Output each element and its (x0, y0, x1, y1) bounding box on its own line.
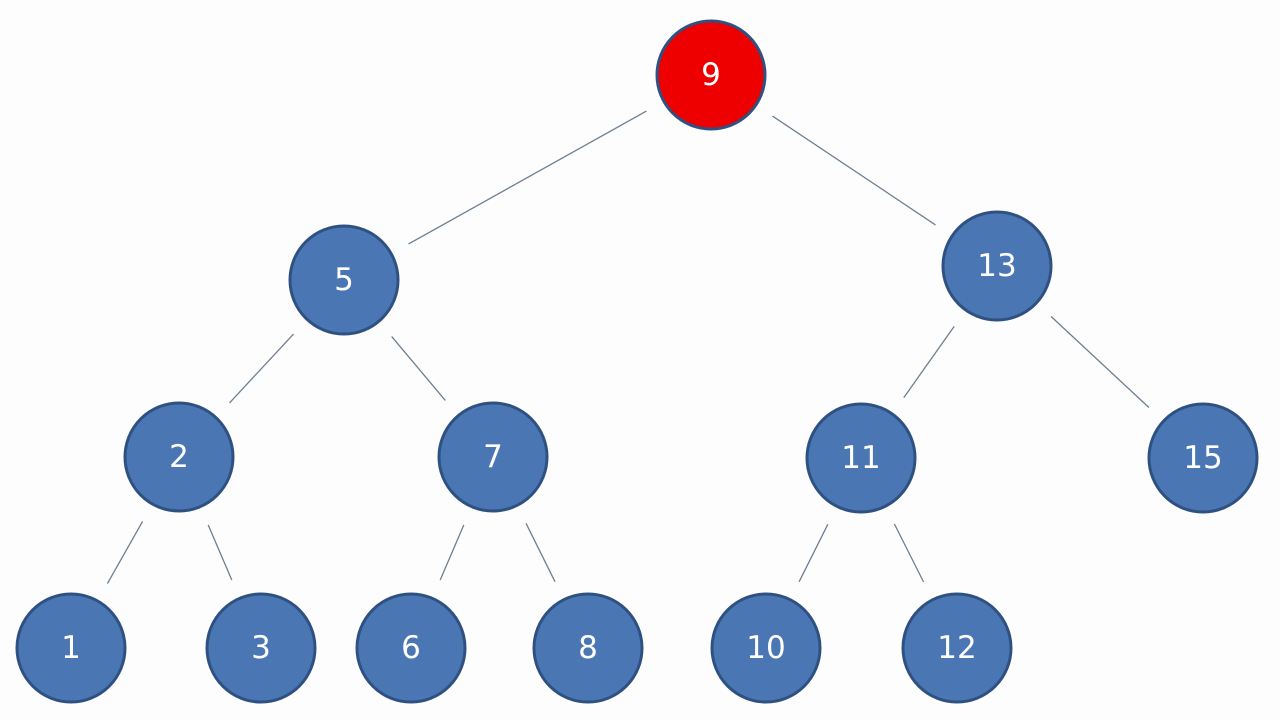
tree-node-13: 13 (941, 210, 1053, 322)
node-circle (437, 401, 549, 513)
edge-11-12 (893, 523, 925, 583)
node-label: 3 (251, 630, 271, 666)
node-circle (710, 592, 822, 704)
tree-node-11: 11 (805, 402, 917, 514)
tree-node-1: 1 (15, 592, 127, 704)
tree-node-9: 9 (655, 19, 767, 131)
tree-node-15: 15 (1147, 402, 1259, 514)
node-circle (123, 401, 235, 513)
node-label: 11 (841, 440, 880, 476)
tree-node-3: 3 (205, 592, 317, 704)
edge-7-6 (439, 524, 465, 581)
node-circle (355, 592, 467, 704)
node-label: 1 (61, 630, 81, 666)
root-node-circle (655, 19, 767, 131)
node-label: 7 (483, 439, 503, 475)
tree-node-12: 12 (901, 592, 1013, 704)
edge-11-10 (798, 523, 829, 583)
edge-2-3 (207, 524, 233, 581)
tree-node-2: 2 (123, 401, 235, 513)
edge-2-1 (106, 521, 144, 584)
node-circle (1147, 402, 1259, 514)
edge-9-13 (772, 115, 936, 226)
node-circle (15, 592, 127, 704)
tree-node-8: 8 (532, 592, 644, 704)
node-label: 9 (701, 57, 721, 93)
node-label: 8 (578, 630, 598, 666)
tree-node-10: 10 (710, 592, 822, 704)
node-circle (205, 592, 317, 704)
node-label: 10 (746, 630, 785, 666)
edge-13-15 (1050, 316, 1150, 408)
node-circle (941, 210, 1053, 322)
node-label: 5 (334, 262, 354, 298)
node-label: 13 (977, 248, 1016, 284)
edge-5-2 (229, 333, 294, 404)
node-circle (805, 402, 917, 514)
tree-node-6: 6 (355, 592, 467, 704)
tree-node-5: 5 (288, 224, 400, 336)
node-label: 15 (1183, 440, 1222, 476)
node-circle (901, 592, 1013, 704)
edge-5-7 (391, 336, 446, 401)
node-label: 2 (169, 439, 189, 475)
node-label: 6 (401, 630, 421, 666)
edge-9-5 (408, 110, 647, 245)
node-circle (288, 224, 400, 336)
edge-7-8 (525, 523, 556, 582)
node-circle (532, 592, 644, 704)
edges-layer (106, 110, 1150, 584)
tree-node-7: 7 (437, 401, 549, 513)
node-label: 12 (937, 630, 976, 666)
edge-13-11 (903, 326, 955, 398)
